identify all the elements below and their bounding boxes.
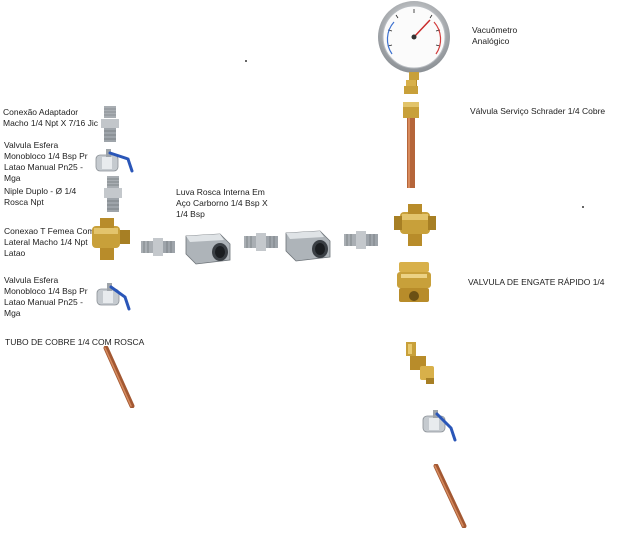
quick-plug-icon	[402, 340, 442, 386]
nipple-icon	[244, 231, 278, 253]
ball-valve-icon	[95, 283, 137, 315]
nipple-icon	[103, 176, 123, 214]
stray-dot	[245, 60, 247, 62]
gauge-icon	[374, 0, 454, 92]
label-valvula-esfera-1: Valvula Esfera Monobloco 1/4 Bsp Pr Lata…	[4, 140, 88, 183]
label-valvula-engate: VALVULA DE ENGATE RÁPIDO 1/4	[468, 277, 605, 287]
coupling-icon	[184, 230, 232, 268]
ball-valve-icon	[421, 408, 461, 444]
schrader-valve-icon	[400, 80, 422, 190]
label-luva-rosca: Luva Rosca Interna Em Aço Carborno 1/4 B…	[176, 187, 268, 219]
label-valvula-esfera-2: Valvula Esfera Monobloco 1/4 Bsp Pr Lata…	[4, 275, 88, 318]
tee-fitting-icon	[90, 218, 130, 262]
copper-tube-icon	[102, 346, 136, 408]
copper-tube-icon	[432, 464, 468, 528]
coupling-icon	[284, 227, 332, 265]
label-vacuometro: Vacuômetro Analógico	[472, 25, 518, 46]
ball-valve-icon	[94, 149, 136, 181]
label-valvula-schrader: Válvula Serviço Schrader 1/4 Cobre	[470, 106, 606, 116]
adapter-fitting-icon	[101, 106, 119, 144]
tee-fitting-icon	[394, 204, 436, 248]
stray-dot	[582, 206, 584, 208]
nipple-icon	[344, 229, 378, 251]
quick-coupler-icon	[393, 260, 439, 308]
label-conexao-adaptador: Conexão Adaptador Macho 1/4 Npt X 7/16 J…	[3, 107, 98, 128]
label-conexao-t: Conexao T Femea Com Lateral Macho 1/4 Np…	[4, 226, 95, 258]
nipple-icon	[141, 236, 175, 258]
label-tubo-cobre: TUBO DE COBRE 1/4 COM ROSCA	[5, 337, 145, 347]
label-niple-duplo: Niple Duplo - Ø 1/4 Rosca Npt	[4, 186, 77, 207]
